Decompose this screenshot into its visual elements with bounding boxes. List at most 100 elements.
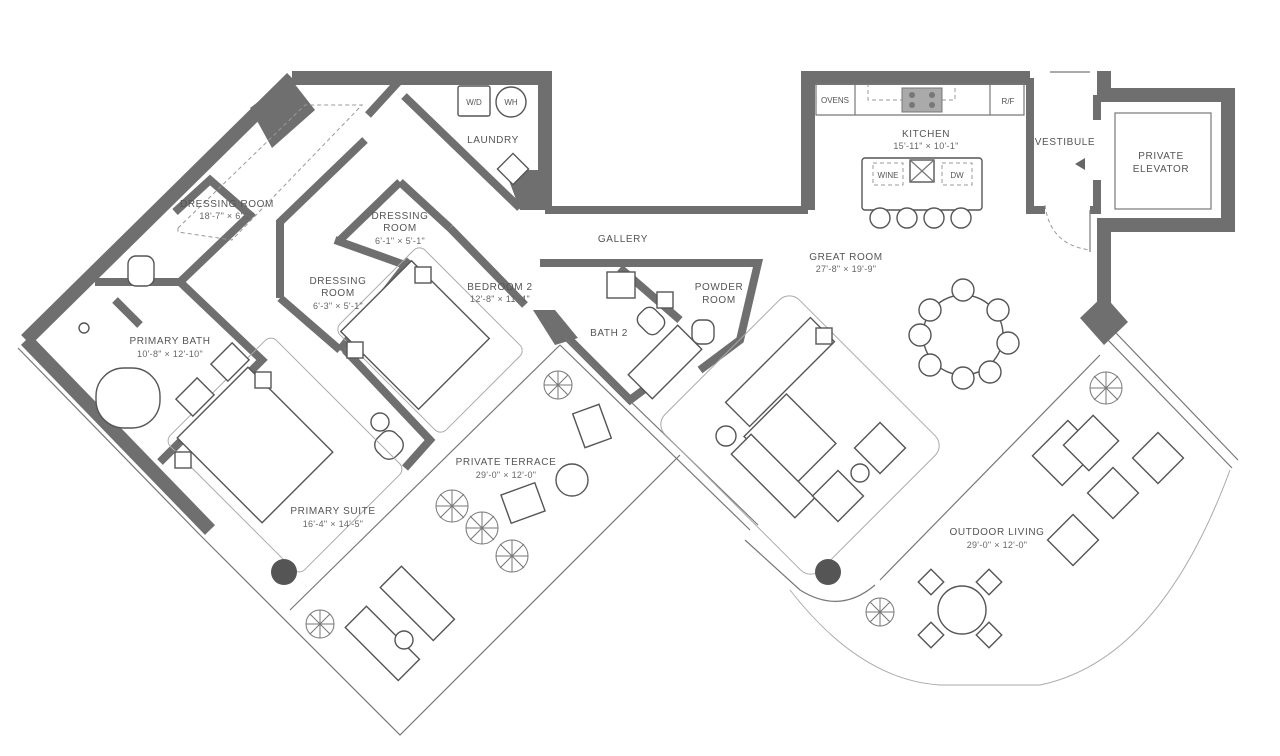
washer-dryer <box>457 85 491 117</box>
laundry-sink <box>496 152 530 186</box>
vanity-sink <box>174 376 216 418</box>
terrace-chair <box>500 481 546 525</box>
dressing-room-2b-dims: 6'-3" × 5'-1" <box>313 301 363 311</box>
outdoor-armchair <box>1131 431 1185 485</box>
kitchen-dims: 15'-11" × 10'-1" <box>893 141 958 151</box>
elevator-car <box>1114 112 1212 210</box>
column-round <box>271 559 297 585</box>
outdoor-dining-table <box>937 585 987 635</box>
outdoor-armchair <box>1046 513 1100 567</box>
powder-room-label: POWDER <box>695 282 744 293</box>
private-elevator-label-2: ELEVATOR <box>1133 164 1190 175</box>
primary-suite-furniture <box>167 337 403 585</box>
laundry-fixtures: W/D WH <box>457 85 530 186</box>
stool <box>950 207 972 229</box>
plant-icon <box>543 370 573 400</box>
bed <box>339 259 491 411</box>
primary-bath-dims: 10'-8" × 12'-10" <box>137 349 203 359</box>
ovens-label: OVENS <box>821 96 849 105</box>
powder-toilet <box>691 319 715 345</box>
sofa <box>730 433 816 519</box>
armchair <box>811 469 865 523</box>
private-terrace-label: PRIVATE TERRACE <box>456 457 557 468</box>
lounger <box>344 605 421 682</box>
nightstand <box>174 451 192 469</box>
water-heater <box>495 86 527 118</box>
primary-bath-fixtures <box>78 255 251 429</box>
nightstand <box>414 266 432 284</box>
stool <box>923 207 945 229</box>
primary-suite-label: PRIMARY SUITE <box>290 506 375 517</box>
kitchen-fixtures: OVENS R/F WINE DW <box>815 83 1025 229</box>
great-room-label: GREAT ROOM <box>809 252 882 263</box>
bathtub <box>95 367 161 429</box>
terrace-chair <box>571 403 613 449</box>
dressing-room-2a-dims: 6'-1" × 5'-1" <box>375 236 425 246</box>
dw-label: DW <box>950 171 964 180</box>
bath-2-fixtures <box>606 271 715 400</box>
powder-room-label-2: ROOM <box>702 295 736 306</box>
dressing-room-2a-label-2: ROOM <box>383 223 417 234</box>
nightstand <box>254 371 272 389</box>
dressing-room-dims: 18'-7" × 6'-2" <box>199 211 254 221</box>
private-elevator-label: PRIVATE <box>1138 151 1184 162</box>
laundry-label: LAUNDRY <box>467 135 519 146</box>
side-table <box>715 425 737 447</box>
wine-label: WINE <box>878 171 899 180</box>
stool <box>869 207 891 229</box>
outdoor-coffee-table <box>1086 466 1140 520</box>
powder-sink <box>656 291 674 309</box>
dressing-room-2b-label: DRESSING <box>309 276 366 287</box>
bath-2-tub <box>627 324 703 400</box>
shower-drain <box>78 322 90 334</box>
dressing-room-2a-label: DRESSING <box>371 211 428 222</box>
bedroom-2-label: BEDROOM 2 <box>467 282 532 293</box>
dressing-room-2b-label-2: ROOM <box>321 288 355 299</box>
dressing-room-label: DRESSING ROOM <box>180 199 274 210</box>
plant-icon <box>495 539 529 573</box>
rf-label: R/F <box>1002 97 1015 106</box>
chair <box>374 430 404 460</box>
toilet <box>127 255 155 287</box>
primary-bath-label: PRIMARY BATH <box>129 336 210 347</box>
wh-label: WH <box>504 98 518 107</box>
kitchen-island <box>861 157 983 211</box>
bed <box>176 366 334 524</box>
column-round <box>815 559 841 585</box>
great-room-dims: 27'-8" × 19'-9" <box>816 264 877 274</box>
plant-icon <box>305 609 335 639</box>
elevator-arrow-icon <box>1075 158 1085 170</box>
kitchen-label: KITCHEN <box>902 129 950 140</box>
nightstand <box>346 341 364 359</box>
vestibule-label: VESTIBULE <box>1035 137 1095 148</box>
vestibule-door <box>1044 71 1091 252</box>
plant-icon <box>435 489 469 523</box>
side-table <box>815 327 833 345</box>
plant-icon <box>465 511 499 545</box>
vanity-sink <box>209 341 251 383</box>
bath-2-label: BATH 2 <box>590 328 628 339</box>
private-terrace-dims: 29'-0" × 12'-0" <box>476 470 537 480</box>
outdoor-living-label: OUTDOOR LIVING <box>949 527 1044 538</box>
side-table <box>370 412 390 432</box>
cooktop <box>901 87 943 113</box>
plant-icon <box>865 597 895 627</box>
terrace-table <box>555 463 589 497</box>
outdoor-lounge-chair <box>1062 414 1120 472</box>
great-room-furniture <box>660 278 1020 585</box>
armchair <box>853 421 907 475</box>
primary-suite-dims: 16'-4" × 14'-5" <box>303 519 364 529</box>
lounger <box>379 565 456 642</box>
outdoor-living-furniture <box>865 371 1185 649</box>
stool <box>896 207 918 229</box>
bedroom-2-dims: 12'-8" × 11'-4" <box>470 294 530 304</box>
terrace-furniture <box>305 370 613 682</box>
room-labels: DRESSING ROOM 18'-7" × 6'-2" LAUNDRY DRE… <box>129 129 1190 550</box>
plant-icon <box>1089 371 1123 405</box>
side-table <box>394 630 414 650</box>
bath-2-sink <box>606 271 636 299</box>
exterior-walls <box>21 71 1235 345</box>
bath-2-toilet <box>636 306 666 336</box>
wd-label: W/D <box>466 98 482 107</box>
